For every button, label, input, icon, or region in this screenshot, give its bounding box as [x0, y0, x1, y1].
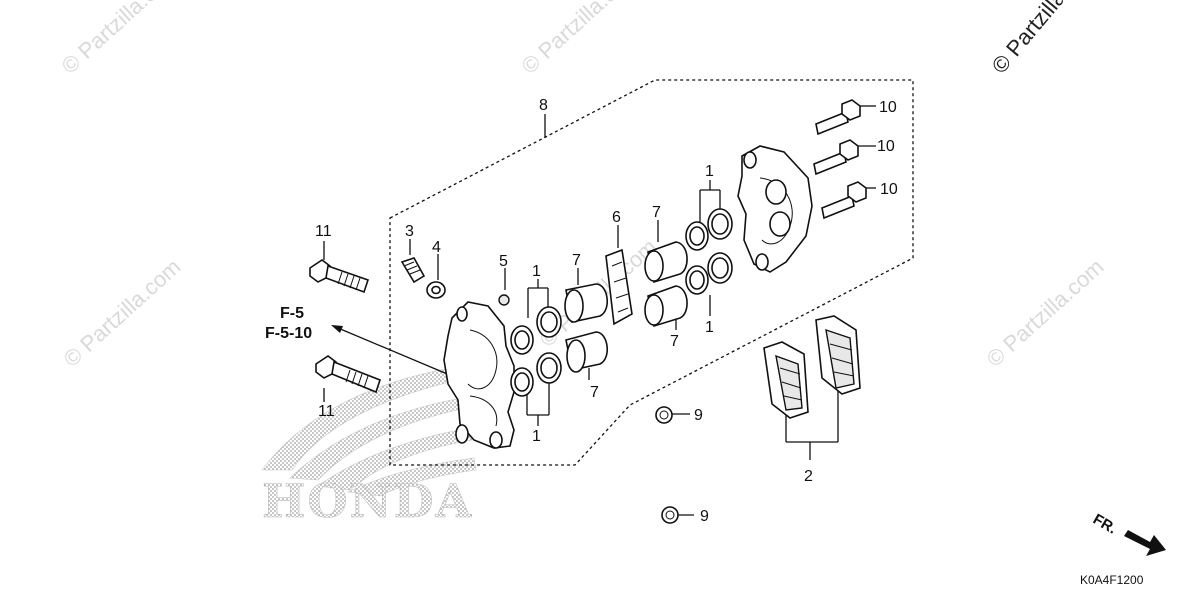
front-arrow-icon [1124, 530, 1166, 556]
callout-4: 4 [432, 239, 441, 256]
callout-1: 1 [532, 263, 541, 280]
piston-seals-left [510, 306, 562, 397]
watermark-corner-text: © Partzilla [987, 0, 1071, 78]
front-direction-label: FR. [1090, 511, 1119, 538]
reference-arrow-icon [331, 325, 343, 333]
pistons-left [564, 283, 608, 373]
callout-labels: 8 10 10 10 11 11 3 4 5 1 1 1 1 7 7 7 7 6… [315, 97, 898, 525]
front-direction-indicator: FR. [1090, 511, 1166, 556]
caliper-assembly-outline [389, 79, 914, 466]
watermark-text: © Partzilla.com [59, 254, 186, 372]
watermark-text: © Partzilla.com [57, 0, 184, 79]
callout-7: 7 [652, 204, 661, 221]
pad-spring [605, 248, 633, 326]
callout-9: 9 [694, 407, 703, 424]
bleeder-cap [426, 281, 446, 299]
callout-1: 1 [532, 428, 541, 445]
section-reference: F-5 F-5-10 [265, 305, 312, 342]
diagram-code: K0A4F1200 [1080, 573, 1144, 587]
plug-9-lower [661, 506, 679, 524]
caliper-bolt-lower [315, 355, 381, 394]
brake-pad-outer [763, 341, 809, 419]
callout-7: 7 [572, 252, 581, 269]
honda-logo-text: HONDA [262, 474, 473, 528]
callout-7: 7 [590, 384, 599, 401]
callout-8: 8 [539, 97, 548, 114]
mounting-bolt-10c [821, 181, 867, 220]
reference-line-2: F-5-10 [265, 325, 312, 342]
callout-11: 11 [318, 403, 335, 420]
callout-6: 6 [612, 209, 621, 226]
watermark-text: © Partzilla.com [517, 0, 644, 79]
callout-11: 11 [315, 223, 332, 240]
caliper-bolt-upper [309, 259, 370, 294]
watermark-text: © Partzilla.com [982, 254, 1109, 372]
bleeder-valve [400, 257, 426, 284]
callout-2: 2 [804, 468, 813, 485]
plug-9-upper [655, 406, 673, 424]
mounting-bolt-10b [813, 139, 859, 176]
callout-1: 1 [705, 163, 714, 180]
callout-1: 1 [705, 319, 714, 336]
seal-ring-5 [498, 294, 510, 306]
brake-pad-inner [815, 315, 861, 395]
callout-9: 9 [700, 508, 709, 525]
callout-3: 3 [405, 223, 414, 240]
callout-10: 10 [880, 181, 898, 198]
pistons-right [644, 241, 688, 328]
leader-lines [323, 105, 876, 516]
callout-5: 5 [499, 253, 508, 270]
callout-7: 7 [670, 333, 679, 350]
honda-logo: HONDA [261, 367, 477, 528]
reference-line-1: F-5 [280, 305, 304, 322]
callout-10: 10 [877, 138, 895, 155]
mounting-bolt-10a [815, 99, 861, 136]
caliper-body-outer [443, 301, 515, 449]
piston-seals-right [685, 208, 733, 295]
caliper-body-inner [737, 145, 813, 273]
callout-10: 10 [879, 99, 897, 116]
